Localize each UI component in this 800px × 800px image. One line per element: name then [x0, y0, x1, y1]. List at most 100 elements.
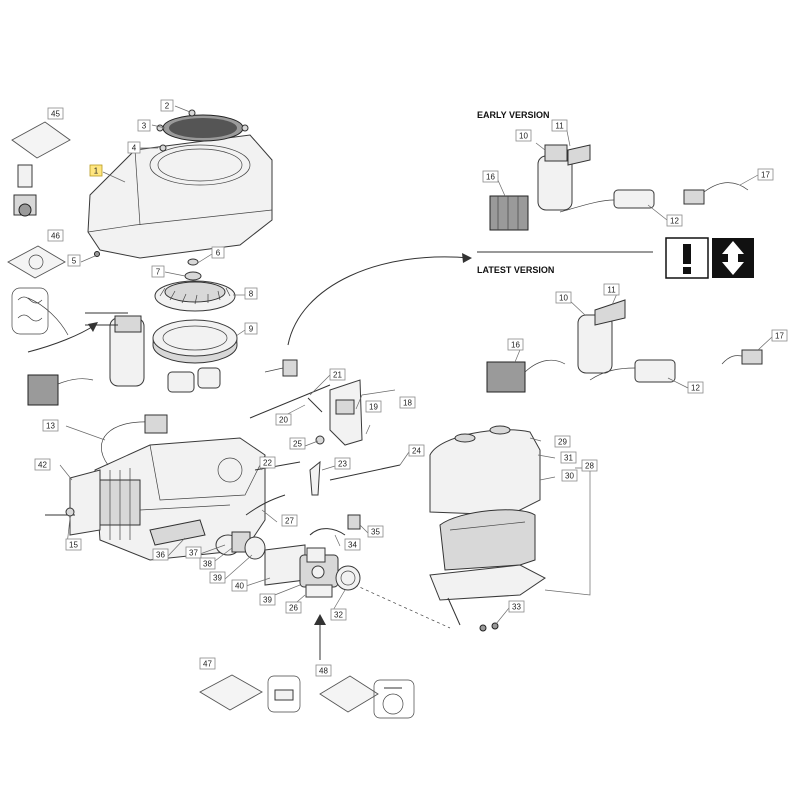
callout-number: 6: [216, 249, 221, 258]
callout-c18: 18: [399, 396, 416, 409]
fuel-connector: [264, 359, 298, 377]
callout-box: [603, 283, 620, 296]
early-module-16: [489, 195, 529, 231]
callout-box: [329, 368, 346, 381]
callout-box: [199, 557, 216, 570]
screw-5: [94, 251, 100, 257]
callout-c21: 21: [329, 368, 346, 381]
callout-number: 12: [691, 384, 700, 393]
callout-box: [289, 437, 306, 450]
callout-c12a: 12: [666, 214, 683, 227]
callout-c45: 45: [47, 107, 64, 120]
flywheel: [152, 319, 238, 364]
callout-number: 29: [558, 438, 567, 447]
callout-box: [42, 419, 59, 432]
callout-box: [151, 265, 165, 278]
callout-box: [365, 400, 382, 413]
callout-c4: 4: [127, 141, 141, 154]
callout-c6: 6: [211, 246, 225, 259]
callout-number: 16: [486, 173, 495, 182]
callout-c17a: 17: [757, 168, 774, 181]
bag-45-icon: [11, 121, 71, 217]
rotating-screen: [162, 114, 244, 142]
callout-c17b: 17: [771, 329, 788, 342]
dashed-assembly-line: [354, 584, 451, 629]
callout-box: [508, 600, 525, 613]
callout-box: [315, 664, 332, 677]
early-coil-10: [537, 144, 591, 211]
callout-number: 17: [761, 171, 770, 180]
callout-c37: 37: [185, 546, 202, 559]
callout-box: [581, 459, 598, 472]
callout-box: [137, 119, 151, 132]
callout-number: 10: [519, 132, 528, 141]
callout-c11a: 11: [551, 119, 568, 132]
callout-number: 17: [775, 332, 784, 341]
governor-bracket: [329, 379, 363, 446]
callout-c39a: 39: [209, 571, 226, 584]
callout-number: 35: [371, 528, 380, 537]
bracket-42: [45, 469, 101, 536]
callout-c32: 32: [330, 608, 347, 621]
spark-plug-wire: [101, 414, 168, 466]
callout-number: 30: [565, 472, 574, 481]
callout-c11b: 11: [603, 283, 620, 296]
callout-c1: 1: [89, 164, 103, 177]
warning-icon: [665, 237, 709, 279]
early-connector-17: [683, 182, 749, 205]
callout-c40: 40: [231, 579, 248, 592]
callout-c15: 15: [65, 538, 82, 551]
callout-number: 16: [511, 341, 520, 350]
callout-number: 1: [94, 167, 99, 176]
latest-module-12: [589, 359, 676, 383]
latest-module-16: [486, 359, 566, 393]
plate-40: [264, 544, 306, 586]
callout-box: [330, 608, 347, 621]
callout-c26: 26: [285, 601, 302, 614]
callout-number: 48: [319, 667, 328, 676]
callout-c12b: 12: [687, 381, 704, 394]
callout-number: 45: [51, 110, 60, 119]
callout-c24: 24: [408, 444, 425, 457]
callout-number: 12: [670, 217, 679, 226]
callout-number: 46: [51, 232, 60, 241]
callout-c33: 33: [508, 600, 525, 613]
callout-c5: 5: [67, 254, 81, 267]
callout-number: 19: [369, 403, 378, 412]
callout-c47: 47: [199, 657, 216, 670]
ignition-coil-left: [85, 312, 145, 387]
callout-number: 27: [285, 517, 294, 526]
callout-number: 3: [142, 122, 147, 131]
callout-c16b: 16: [507, 338, 524, 351]
callout-box: [65, 538, 82, 551]
callout-c27: 27: [281, 514, 298, 527]
callout-c7: 7: [151, 265, 165, 278]
callout-c2: 2: [160, 99, 174, 112]
callout-box: [399, 396, 416, 409]
nut-3: [156, 124, 164, 132]
callout-box: [67, 254, 81, 267]
callout-box: [507, 338, 524, 351]
callout-number: 32: [334, 611, 343, 620]
callout-box: [47, 107, 64, 120]
callout-box: [771, 329, 788, 342]
callout-c22: 22: [259, 456, 276, 469]
screw-25: [315, 435, 325, 445]
callout-number: 39: [213, 574, 222, 583]
callout-box: [334, 457, 351, 470]
callout-labels: 1234567891010111112121315161617171819202…: [34, 99, 788, 677]
callout-c29: 29: [554, 435, 571, 448]
lever-23: [309, 460, 321, 496]
callout-number: 47: [203, 660, 212, 669]
callout-box: [34, 458, 51, 471]
callout-box: [344, 538, 361, 551]
callout-c13: 13: [42, 419, 59, 432]
callout-box: [687, 381, 704, 394]
callout-c20: 20: [275, 413, 292, 426]
callout-number: 10: [559, 294, 568, 303]
callout-box: [209, 571, 226, 584]
callout-number: 11: [555, 122, 564, 131]
callout-box: [231, 579, 248, 592]
callout-box: [89, 164, 103, 177]
